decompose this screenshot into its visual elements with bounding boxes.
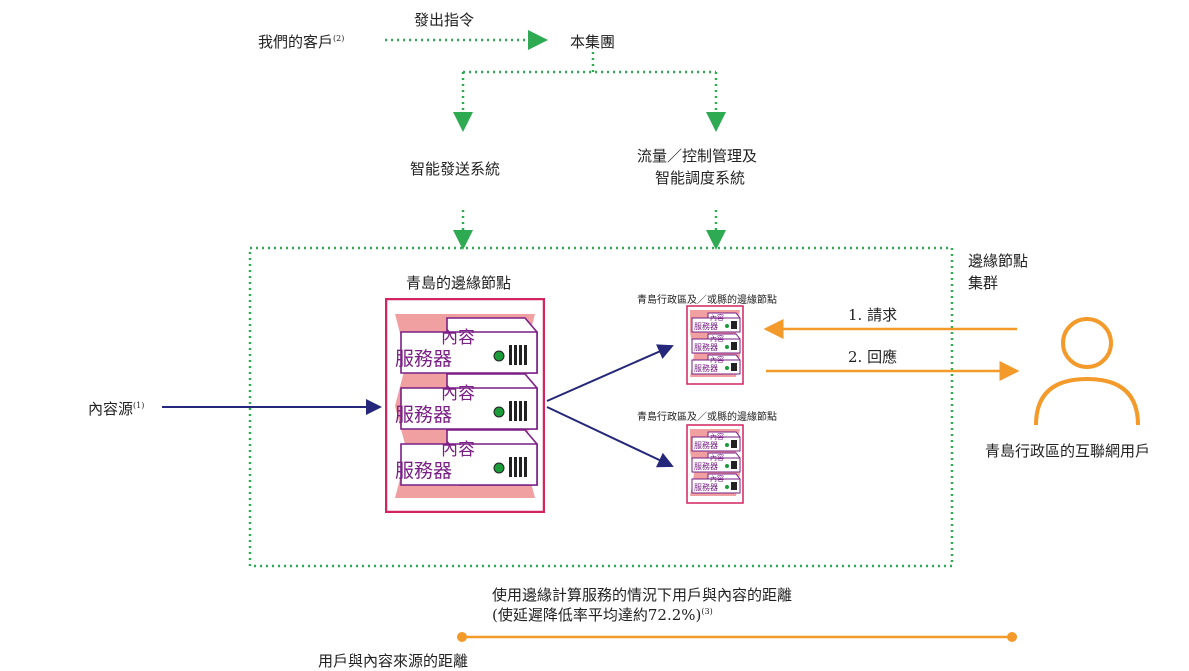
content-source-footnote: (1)	[133, 401, 145, 410]
traffic-system-label-line1: 流量／控制管理及	[637, 147, 758, 165]
command-label: 發出指令	[414, 11, 475, 29]
user-label: 青島行政區的互聯網用戶	[985, 442, 1151, 460]
customer-text: 我們的客戶	[258, 33, 334, 51]
content-source-text: 內容源	[88, 400, 134, 418]
small-edge-node-lower: 內容 服務器 內容 服務器 內容 服務器	[686, 424, 744, 504]
user-icon	[1034, 317, 1140, 426]
server-label: 服務器	[694, 322, 718, 331]
main-edge-node-graphic	[385, 298, 545, 513]
server-label: 服務器	[395, 404, 453, 426]
server-label: 服務器	[694, 441, 718, 450]
user-flow-lines	[763, 319, 1020, 381]
server-label: 服務器	[694, 343, 718, 352]
cluster-label-line2: 集群	[968, 274, 999, 292]
server-vents	[509, 345, 527, 477]
server-content-label: 內容	[441, 328, 475, 348]
server-content-label: 內容	[710, 335, 724, 343]
edge-distance-footnote: (3)	[701, 607, 713, 616]
small-edge-node-upper: 內容 服務器 內容 服務器 內容 服務器	[686, 305, 744, 385]
distance-scale	[457, 632, 1017, 642]
node-to-lower-small-arrow	[546, 406, 674, 468]
main-edge-node: 內容 服務器 內容 服務器 內容 服務器	[385, 298, 545, 513]
control-flow-lines	[385, 30, 726, 250]
group-label: 本集團	[570, 33, 616, 51]
customer-footnote: (2)	[333, 34, 345, 43]
delivery-system-label: 智能發送系統	[410, 160, 501, 178]
request-label: 1. 請求	[848, 306, 898, 324]
server-content-label: 內容	[710, 475, 724, 483]
small-edge-node-graphic	[686, 305, 744, 385]
content-flow-lines	[162, 344, 674, 468]
edge-distance-line2: (使延遲降低率平均達約72.2%)(3)	[492, 604, 713, 625]
small-edge-node-graphic	[686, 424, 744, 504]
edge-distance-text: (使延遲降低率平均達約72.2%)	[492, 606, 702, 624]
server-label: 服務器	[395, 460, 453, 482]
customer-label: 我們的客戶(2)	[258, 31, 344, 52]
server-label: 服務器	[694, 364, 718, 373]
small-node-title-lower: 青島行政區及／或縣的邊緣節點	[637, 412, 777, 423]
distance-end-dot	[1007, 632, 1017, 642]
traffic-system-label-line2: 智能調度系統	[655, 169, 746, 187]
server-content-label: 內容	[441, 440, 475, 460]
server-content-label: 內容	[710, 356, 724, 364]
node-to-upper-small-arrow	[546, 344, 674, 402]
server-status-lights	[493, 350, 505, 474]
server-content-label: 內容	[710, 433, 724, 441]
server-content-label: 內容	[710, 314, 724, 322]
server-content-label: 內容	[710, 454, 724, 462]
cluster-label-line1: 邊緣節點	[968, 252, 1029, 270]
main-node-title: 青島的邊緣節點	[406, 274, 512, 292]
server-label: 服務器	[395, 348, 453, 370]
server-content-label: 內容	[441, 384, 475, 404]
origin-distance-label: 用戶與內容來源的距離	[318, 652, 469, 670]
distance-start-dot	[457, 632, 467, 642]
edge-distance-line1: 使用邊緣計算服務的情況下用戶與內容的距離	[492, 586, 793, 604]
small-node-title-upper: 青島行政區及／或縣的邊緣節點	[637, 295, 777, 306]
content-source-label: 內容源(1)	[88, 398, 144, 419]
server-label: 服務器	[694, 483, 718, 492]
response-label: 2. 回應	[848, 348, 898, 366]
server-label: 服務器	[694, 462, 718, 471]
